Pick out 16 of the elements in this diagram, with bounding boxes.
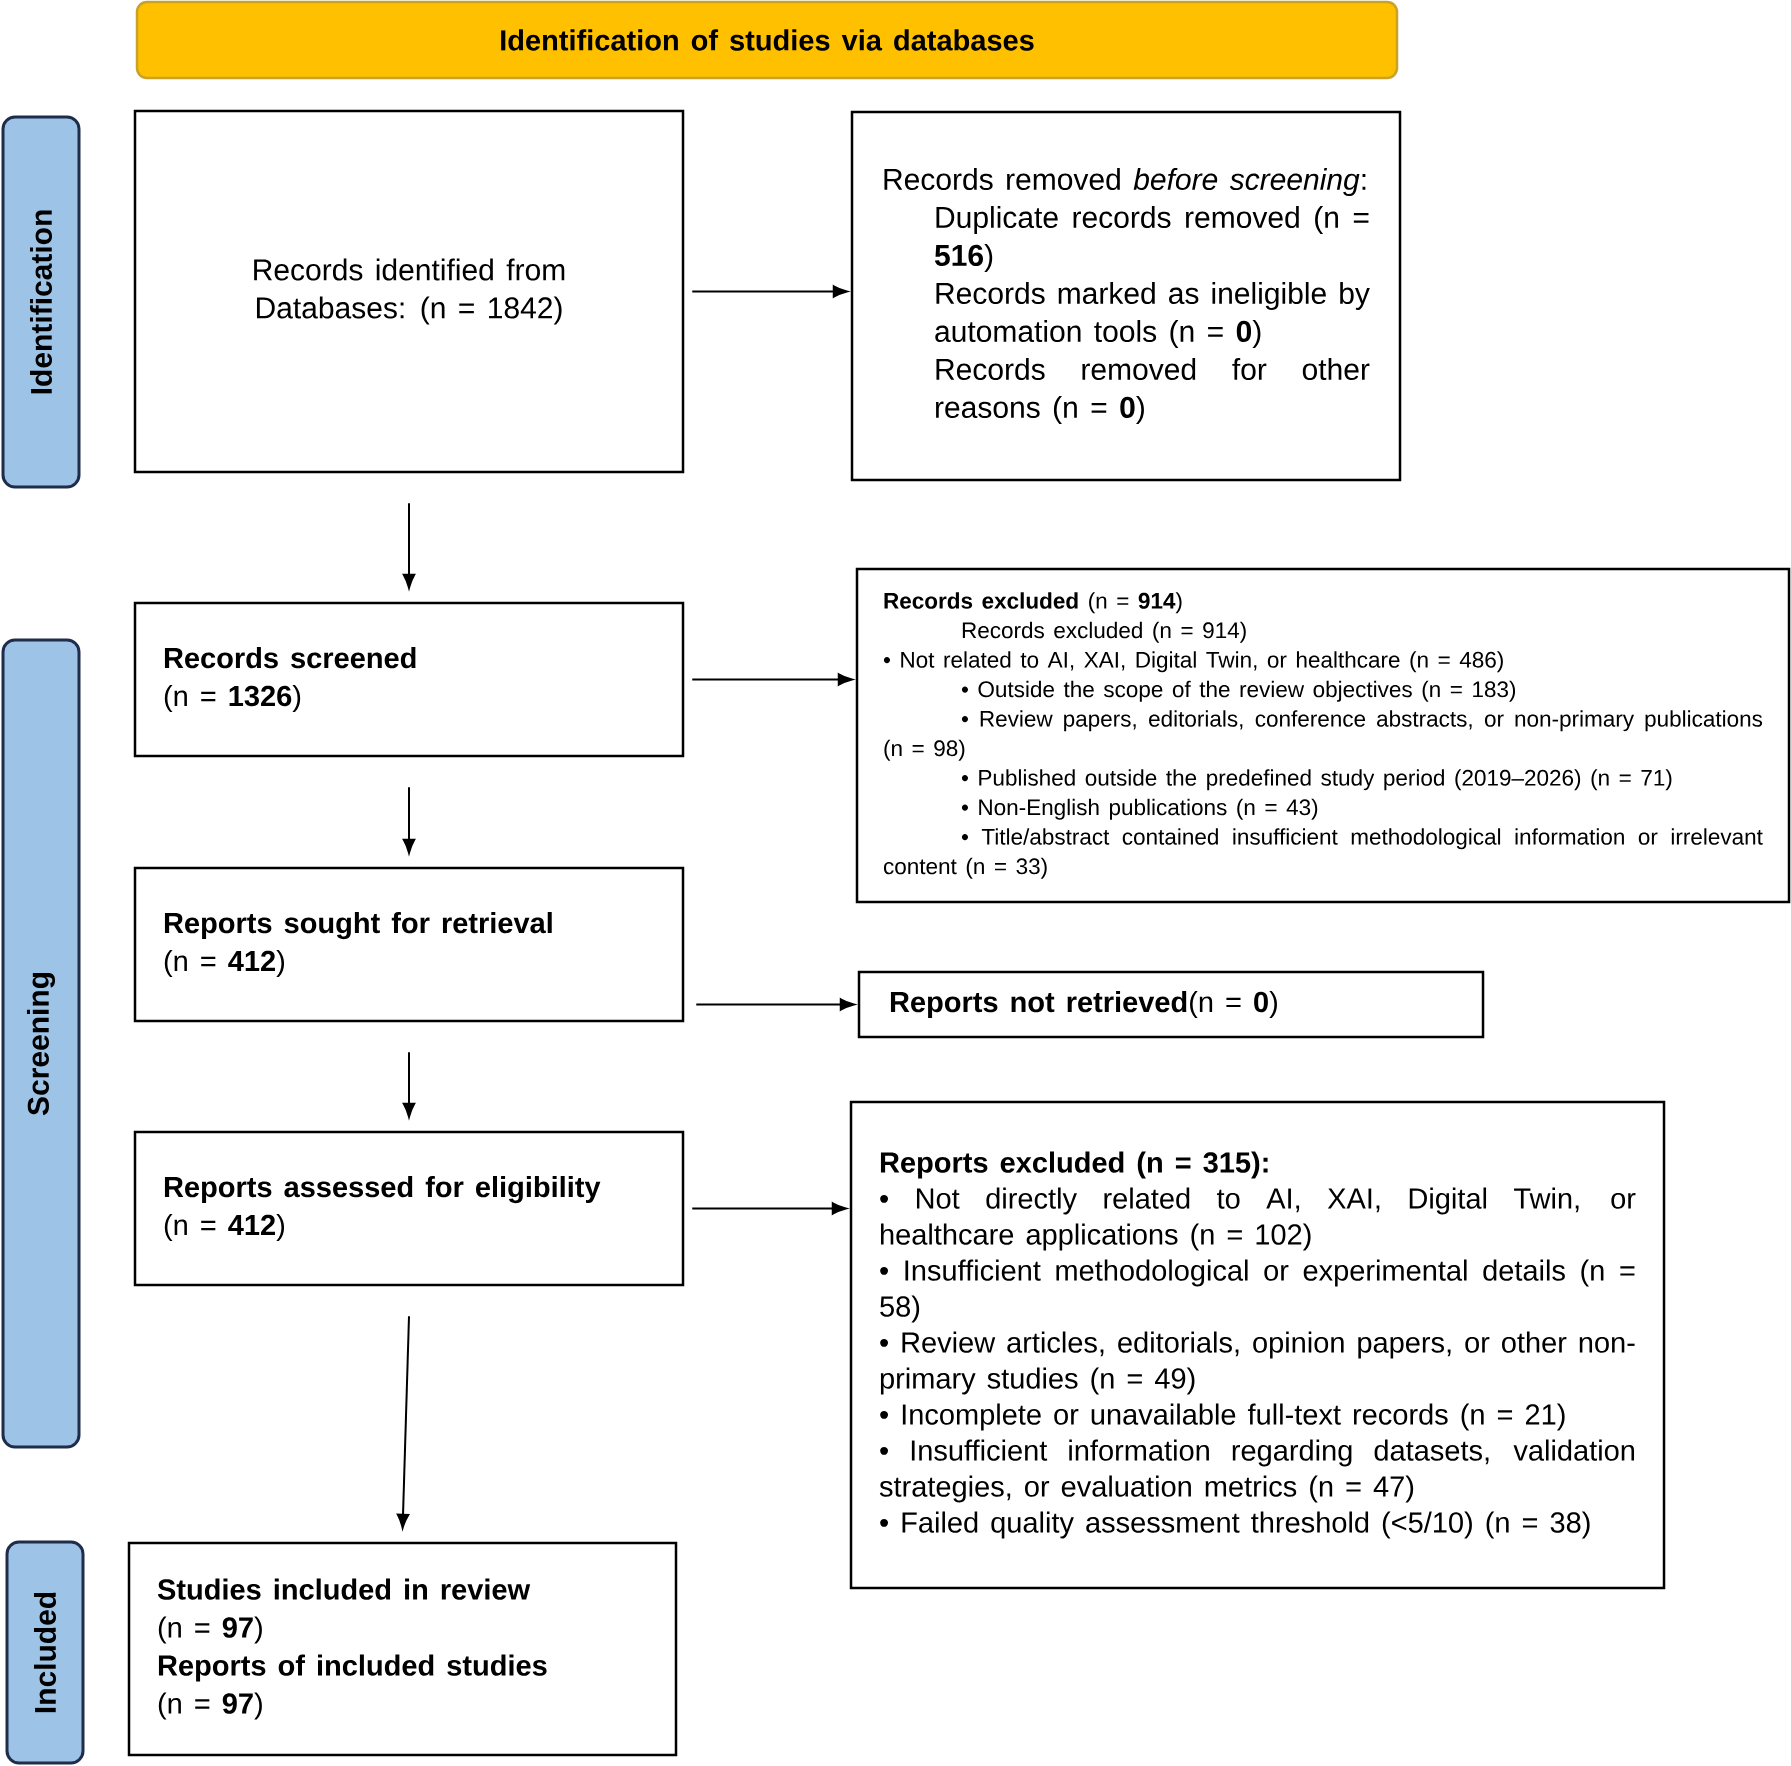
arrow xyxy=(402,1051,416,1118)
process-box: Reports assessed for eligibility (n = 412) xyxy=(133,1130,685,1287)
process-box: Studies included in review (n = 97) Reports of included studies (n = 97) xyxy=(127,1541,678,1757)
arrow xyxy=(402,502,416,589)
process-box: Reports sought for retrieval (n = 412) xyxy=(133,866,685,1023)
process-box: Records removed before screening: Duplicate records removed (n = 516) Records marked as ineligible by automation tools (n = 0) Records removed for other reasons (n = 0) xyxy=(850,110,1402,482)
process-box: Records excluded (n = 914) Records excluded (n = 914) • Not related to AI, XAI, Digital Twin, or healthcare (n = 486) • Outside the scope of the review objectives (n = 183) • Review papers, editorials, conference abstracts, or non-primary publications (n = 98) • Published outside the predefined study period (2019–2026) (n = 71) • Non-English publications (n = 43) • Title/abstract contained insufficient methodological information or irrelevant content (n = 33) xyxy=(855,567,1791,904)
stage-label: Identification xyxy=(1,115,81,489)
stage-label: Screening xyxy=(1,638,81,1449)
process-box: Records identified from Databases: (n = 1842) xyxy=(133,109,685,474)
title-banner: Identification of studies via databases xyxy=(135,0,1399,80)
process-box: Reports excluded (n = 315): • Not directly related to AI, XAI, Digital Twin, or healthcare applications (n = 102) • Insufficient methodological or experimental details (n = 58) • Review articles, editorials, opinion papers, or other non-primary studies (n = 49) • Incomplete or unavailable full-text records (n = 21) • Insufficient information regarding datasets, validation strategies, or evaluation metrics (n = 47) • Failed quality assessment threshold (<5/10) (n = 38) xyxy=(849,1100,1666,1590)
process-box: Reports not retrieved(n = 0) xyxy=(857,970,1485,1039)
arrow xyxy=(402,786,416,854)
stage-label: Included xyxy=(5,1540,85,1765)
process-box: Records screened (n = 1326) xyxy=(133,601,685,758)
